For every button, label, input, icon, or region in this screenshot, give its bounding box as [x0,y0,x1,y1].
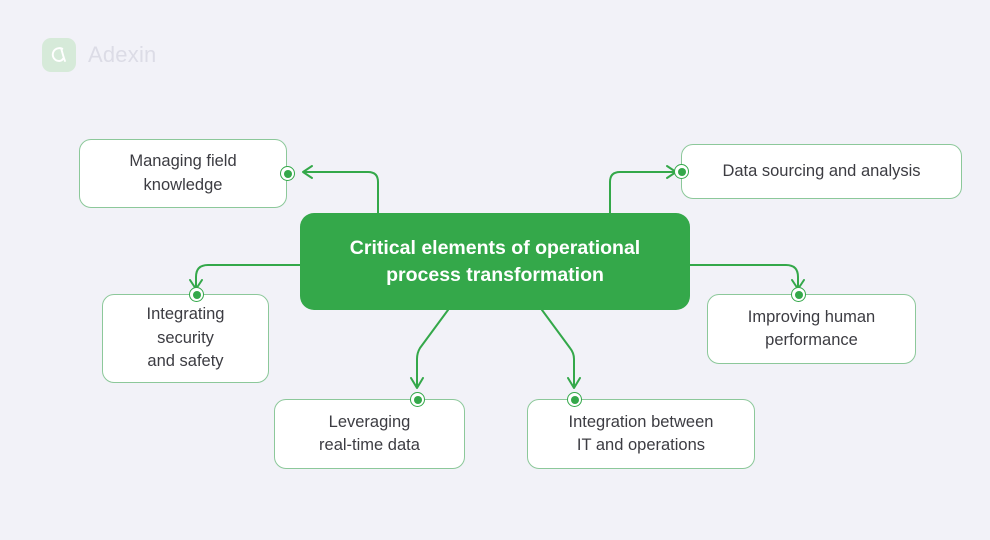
arrowhead-managing-field-knowledge [302,165,313,179]
wire-integrating-security-and-safety [195,264,301,288]
wire-data-sourcing-and-analysis [609,171,675,215]
node-improving-human-performance[interactable]: Improving human performance [707,294,916,364]
connector-dot-leveraging-real-time-data [410,392,425,407]
brand-name: Adexin [88,42,157,67]
connector-dot-data-sourcing-and-analysis [674,164,689,179]
wire-integration-between-it-and-operations [541,309,575,386]
connector-dot-integrating-security-and-safety [189,287,204,302]
arrowhead-leveraging-real-time-data [410,377,424,389]
wire-improving-human-performance [689,264,799,288]
node-data-sourcing-and-analysis[interactable]: Data sourcing and analysis [681,144,962,199]
connector-dot-managing-field-knowledge [280,166,295,181]
connector-dot-improving-human-performance [791,287,806,302]
wire-managing-field-knowledge [304,171,379,215]
node-managing-field-knowledge[interactable]: Managing field knowledge [79,139,287,208]
center-node[interactable]: Critical elements of operational process… [300,213,690,310]
wire-leveraging-real-time-data [416,309,449,386]
node-integration-between-it-and-operations[interactable]: Integration between IT and operations [527,399,755,469]
connector-dot-integration-between-it-and-operations [567,392,582,407]
arrowhead-integration-between-it-and-operations [567,377,581,389]
node-integrating-security-and-safety[interactable]: Integrating security and safety [102,294,269,383]
adexin-logo-icon [42,38,76,72]
brand-logo: Adexin [42,38,156,72]
node-leveraging-real-time-data[interactable]: Leveraging real-time data [274,399,465,469]
